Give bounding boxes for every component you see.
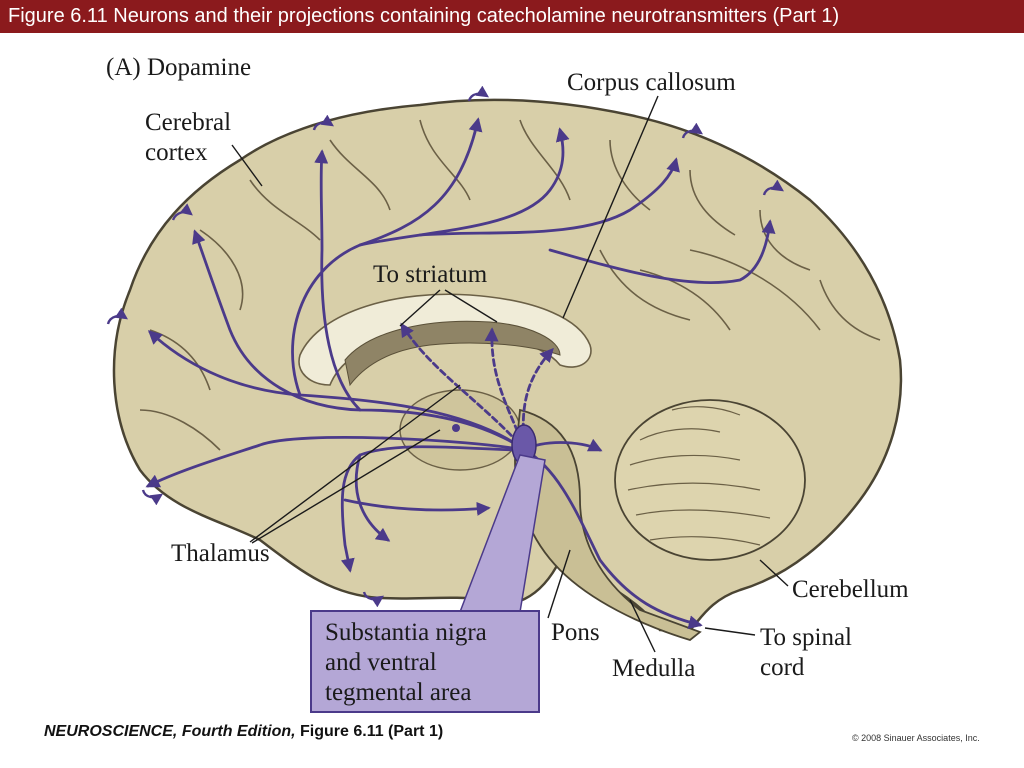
label-corpus-callosum: Corpus callosum [567, 69, 736, 96]
label-pons: Pons [551, 619, 600, 646]
cerebellum-shape [614, 399, 806, 561]
label-thalamus: Thalamus [171, 540, 270, 567]
label-cerebellum: Cerebellum [792, 576, 909, 603]
label-substantia-3: tegmental area [325, 679, 472, 706]
label-medulla: Medulla [612, 655, 696, 682]
sulci [139, 119, 881, 451]
label-substantia-2: and ventral [325, 649, 437, 676]
title-bar: Figure 6.11 Neurons and their projection… [0, 0, 1024, 33]
label-to-striatum: To striatum [373, 261, 488, 288]
terminal-curls [106, 85, 784, 608]
footer-edition: Fourth Edition, [181, 723, 296, 740]
label-to-spinal-1: To spinal [760, 624, 852, 651]
substantia-label-box [310, 610, 540, 713]
cerebellum-folia [627, 406, 771, 546]
label-cerebral-cortex-2: cortex [145, 139, 208, 166]
label-substantia-1: Substantia nigra [325, 619, 487, 646]
brain-diagram [106, 85, 903, 653]
label-cerebral-cortex-1: Cerebral [145, 109, 232, 136]
origin-dot [452, 424, 460, 432]
brainstem [514, 408, 702, 641]
leader-lines [231, 95, 789, 653]
thalamus-region [399, 389, 521, 471]
substantia-label: Substantia nigra and ventral tegmental a… [325, 618, 487, 708]
footer-book-title: NEUROSCIENCE, [44, 723, 178, 740]
corpus-callosum-shape [298, 293, 592, 386]
footer-copyright: © 2008 Sinauer Associates, Inc. [852, 733, 980, 743]
slide-title: Figure 6.11 Neurons and their projection… [8, 5, 840, 27]
footer-figure-ref: Figure 6.11 (Part 1) [300, 723, 444, 740]
footer-citation: NEUROSCIENCE, Fourth Edition, Figure 6.1… [44, 723, 443, 741]
label-to-spinal-2: cord [760, 654, 805, 681]
ventricle [344, 320, 561, 387]
panel-label: (A) Dopamine [106, 54, 252, 81]
